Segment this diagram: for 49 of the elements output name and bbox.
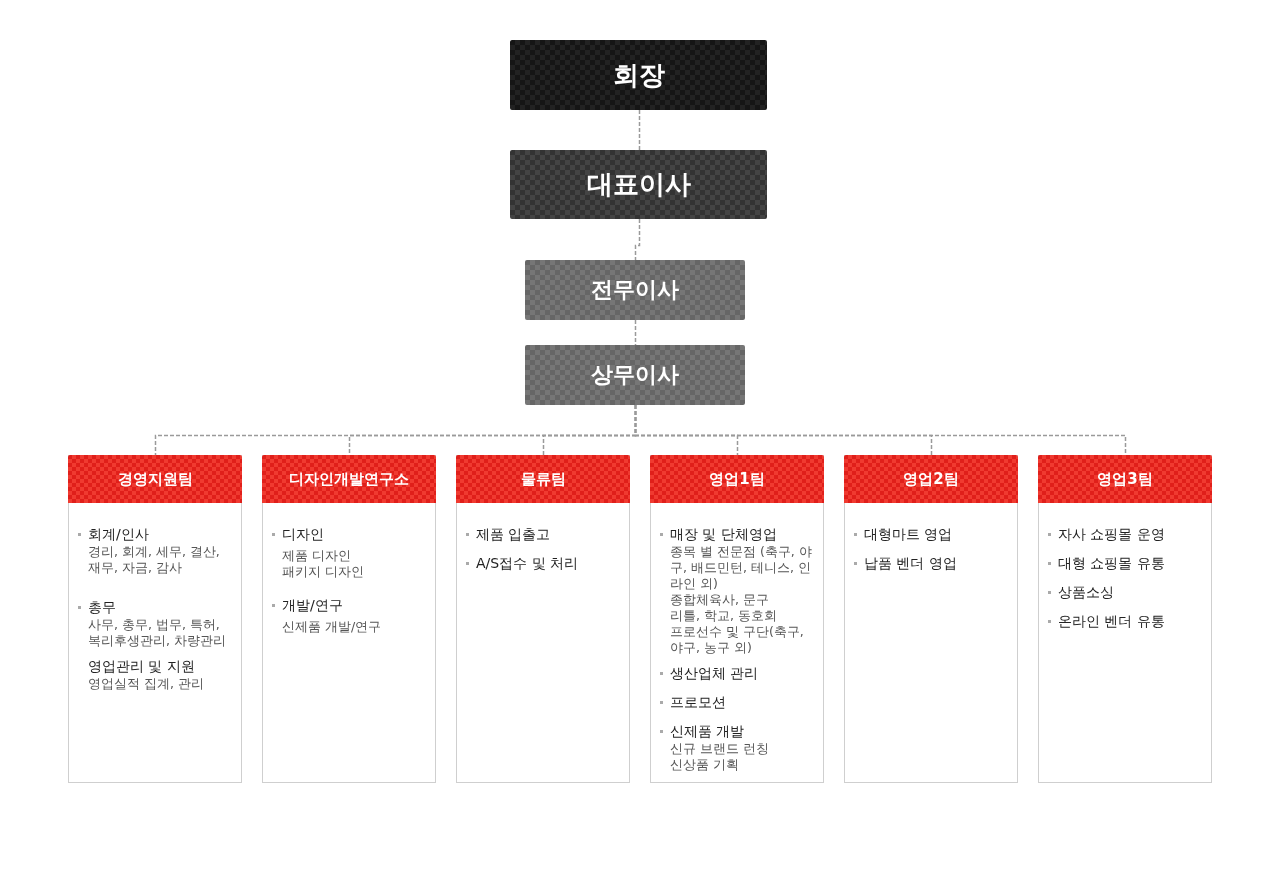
duty-item: 영업관리 및 지원 xyxy=(88,657,196,676)
connector-line xyxy=(634,218,641,261)
connector-line xyxy=(634,404,1127,456)
team-header: 디자인개발연구소 xyxy=(262,455,436,503)
team-header: 영업1팀 xyxy=(650,455,824,503)
duty-item: 제품 입출고 xyxy=(466,525,621,544)
duty-item: 프로모션 xyxy=(660,693,815,712)
duty-item: A/S접수 및 처리 xyxy=(466,554,621,573)
duty-detail: 종합체육사, 문구 xyxy=(670,592,770,608)
chairman-box: 회장 xyxy=(510,40,767,110)
duty-item: 디자인 xyxy=(272,525,427,544)
duty-detail: 프로선수 및 구단(축구, 야구, 농구 외) xyxy=(670,624,805,656)
duty-detail: 제품 디자인 xyxy=(282,548,352,564)
team-card xyxy=(262,455,436,783)
duty-detail: 사무, 총무, 법무, 특허, 복리후생관리, 차량관리 xyxy=(88,617,227,649)
duty-item: 매장 및 단체영업 xyxy=(660,525,815,544)
team-header: 영업2팀 xyxy=(844,455,1018,503)
team-header: 물류팀 xyxy=(456,455,630,503)
duty-item: 대형마트 영업 xyxy=(854,525,1009,544)
connector-line xyxy=(634,319,637,346)
connector-line xyxy=(638,109,641,151)
ceo-box: 대표이사 xyxy=(510,150,767,219)
team-card xyxy=(650,455,824,783)
duty-detail: 종목 별 전문점 (축구, 야구, 배드민턴, 테니스, 인라인 외) xyxy=(670,544,813,592)
duty-detail: 신제품 개발/연구 xyxy=(282,619,383,635)
team-card xyxy=(456,455,630,783)
duty-detail: 신상품 기획 xyxy=(670,757,740,773)
duty-item: 개발/연구 xyxy=(272,596,427,615)
duty-item: 납품 벤더 영업 xyxy=(854,554,1009,573)
executive-box: 전무이사 xyxy=(525,260,745,320)
team-header: 경영지원팀 xyxy=(68,455,242,503)
duty-detail: 경리, 회계, 세무, 결산, 재무, 자금, 감사 xyxy=(88,544,221,576)
duty-detail: 신규 브랜드 런칭 xyxy=(670,741,770,757)
team-card xyxy=(1038,455,1212,783)
team-header: 영업3팀 xyxy=(1038,455,1212,503)
duty-item: 총무 xyxy=(78,598,233,617)
executive-box: 상무이사 xyxy=(525,345,745,405)
duty-item: 생산업체 관리 xyxy=(660,664,815,683)
duty-item: 회계/인사 xyxy=(78,525,233,544)
duty-item: 대형 쇼핑몰 유통 xyxy=(1048,554,1203,573)
duty-detail: 리틀, 학교, 동호회 xyxy=(670,608,778,624)
duty-item: 신제품 개발 xyxy=(660,722,815,741)
duty-item: 자사 쇼핑몰 운영 xyxy=(1048,525,1203,544)
team-card xyxy=(844,455,1018,783)
duty-item: 상품소싱 xyxy=(1048,583,1203,602)
duty-item: 온라인 벤더 유통 xyxy=(1048,612,1203,631)
team-card xyxy=(68,455,242,783)
duty-detail: 영업실적 집계, 관리 xyxy=(88,676,205,692)
duty-detail: 패키지 디자인 xyxy=(282,564,365,580)
